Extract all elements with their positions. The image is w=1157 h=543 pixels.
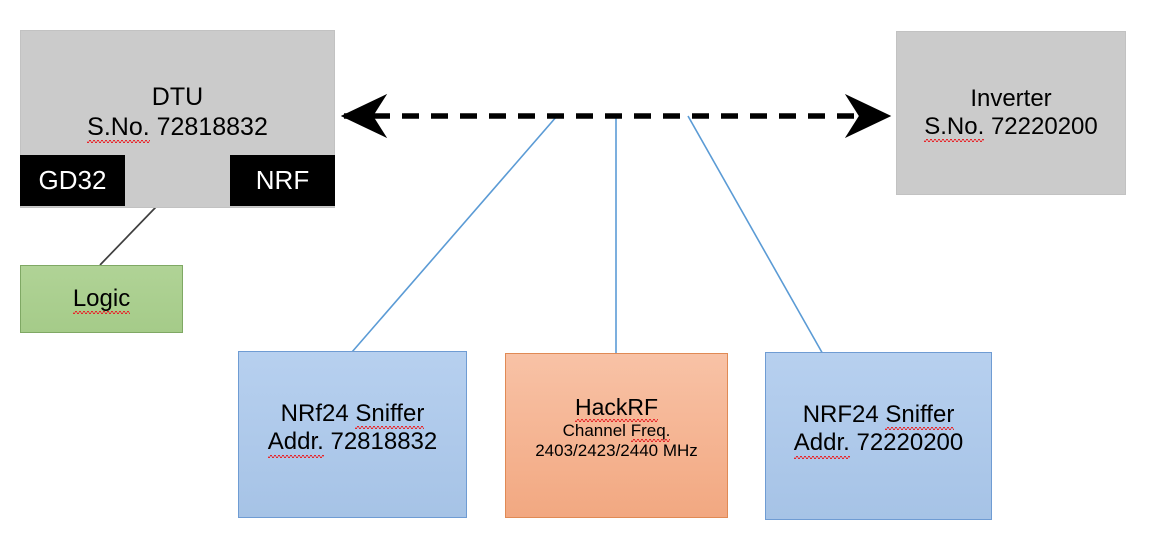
sniffer-right-addr-value: 72220200: [856, 429, 964, 457]
hackrf-channel-label: Channel Freq.: [562, 421, 671, 443]
hackrf-channel-word: Freq.: [630, 421, 671, 443]
gd32-label: GD32: [38, 165, 107, 195]
dtu-title: DTU: [151, 83, 204, 111]
node-gd32[interactable]: GD32: [20, 155, 125, 206]
sniffer-left-addr-value: 72818832: [330, 428, 438, 456]
node-sniffer-right[interactable]: NRF24 Sniffer Addr. 72220200: [765, 352, 992, 520]
sniffer-left-addr: Addr. 72818832: [267, 428, 438, 458]
node-hackrf[interactable]: HackRF Channel Freq. 2403/2423/2440 MHz: [505, 353, 728, 518]
sniffer-right-addr: Addr. 72220200: [793, 429, 964, 459]
hackrf-title: HackRF: [574, 394, 659, 423]
dtu-serial: S.No. 72818832: [87, 113, 268, 143]
node-sniffer-left[interactable]: NRf24 Sniffer Addr. 72818832: [238, 351, 467, 518]
sniffer-left-title-word: Sniffer: [355, 400, 425, 430]
hackrf-title-text: HackRF: [574, 394, 659, 423]
dtu-serial-prefix: S.No.: [87, 112, 150, 143]
inverter-serial-number: 72220200: [990, 113, 1098, 140]
inverter-serial: S.No. 72220200: [924, 113, 1098, 143]
nrf-label: NRF: [255, 165, 310, 195]
node-inverter[interactable]: Inverter S.No. 72220200: [896, 31, 1126, 195]
sniffer-right-title-word: Sniffer: [885, 401, 955, 431]
sniffer-left-addr-prefix: Addr.: [267, 428, 324, 458]
connector-tap-sniffer-right: [687, 115, 825, 357]
sniffer-right-addr-prefix: Addr.: [793, 429, 850, 459]
node-nrf[interactable]: NRF: [230, 155, 335, 206]
sniffer-right-title: NRF24 Sniffer: [802, 401, 955, 431]
sniffer-left-title: NRf24 Sniffer: [280, 400, 425, 430]
logic-label: Logic: [72, 284, 131, 315]
node-logic-analyzer[interactable]: Logic: [20, 265, 183, 333]
dtu-serial-number: 72818832: [156, 112, 268, 141]
hackrf-frequencies: 2403/2423/2440 MHz: [535, 441, 698, 461]
inverter-serial-prefix: S.No.: [924, 113, 985, 143]
inverter-title: Inverter: [970, 84, 1052, 112]
connector-tap-sniffer-left: [351, 115, 558, 353]
